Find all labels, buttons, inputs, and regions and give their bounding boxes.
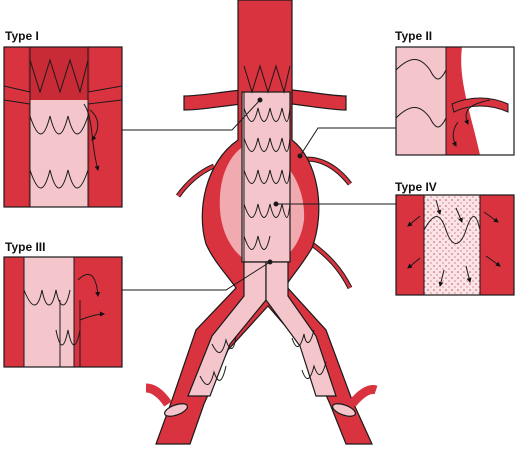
label-type-4: Type IV [395,180,437,194]
right-iliac-end [331,403,357,417]
stent-graft-main [241,91,291,263]
ima-branch-fill [311,242,352,289]
stent-graft-right-limb [265,261,337,397]
ima-branch [310,242,353,290]
main-aorta [145,0,378,445]
panel-type1-frame [3,46,123,208]
stent-zigzags [199,64,327,385]
panel-type4-frame [395,194,515,296]
leader-type3 [122,261,271,291]
label-type-2: Type II [395,29,433,43]
leader-lines [122,97,396,291]
right-internal-iliac [348,385,378,407]
panel-type1 [3,46,123,208]
panel-type3-frame [3,256,123,368]
leader-type2 [299,127,396,157]
label-type-1: Type I [5,29,39,43]
panel-type2-frame [395,46,515,156]
label-type-3: Type III [5,240,46,254]
renal-artery-right [291,89,347,111]
renal-artery-left [183,89,243,111]
panel-type3 [3,256,123,368]
left-internal-iliac [145,383,172,407]
left-iliac-end [163,403,189,417]
panel-type2 [395,46,515,156]
panel-type4 [395,194,515,296]
lumbar-branch-left-fill [176,164,215,197]
leader-type1 [122,99,261,131]
